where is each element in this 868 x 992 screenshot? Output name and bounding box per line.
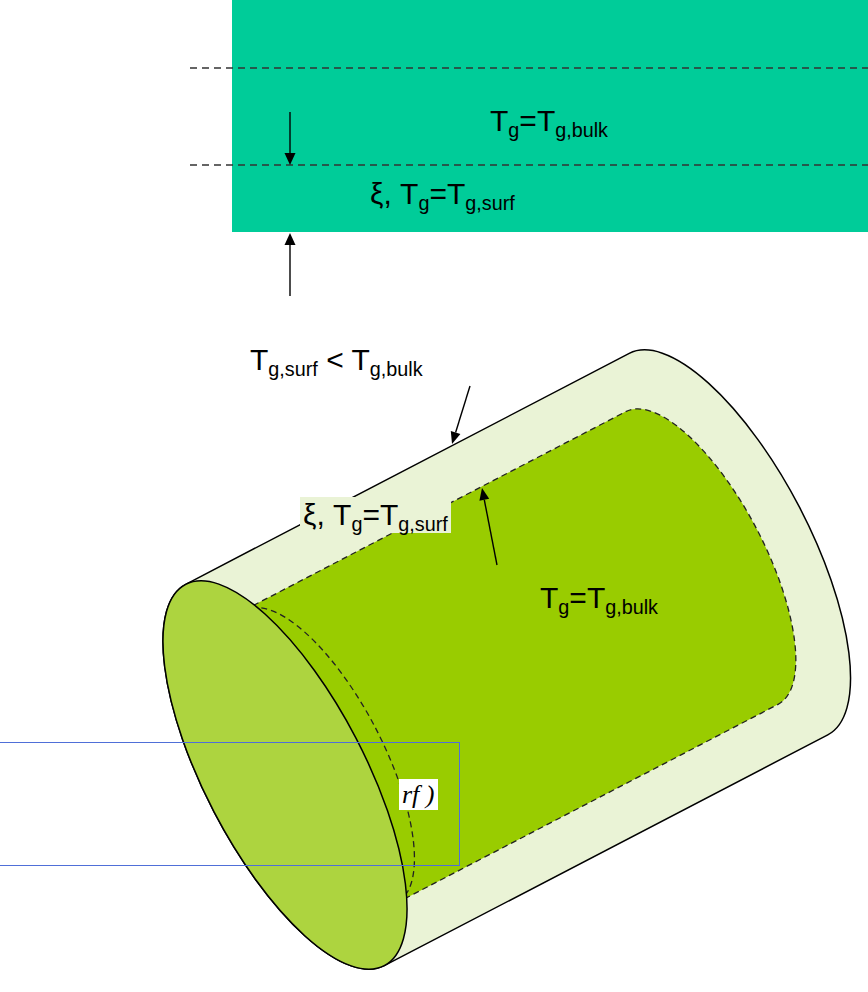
dashed-boundary xyxy=(190,67,868,68)
subscript: g xyxy=(558,596,569,618)
subscript: g,bulk xyxy=(555,119,608,141)
gel-slab: Tg=Tg,bulk ξ, Tg=Tg,surf xyxy=(232,0,868,232)
subscript: g xyxy=(351,513,362,535)
temperature-label: rf ) xyxy=(399,779,438,810)
arrow-head xyxy=(285,153,296,165)
thickness-arrow xyxy=(289,112,290,154)
arrow-head xyxy=(451,431,461,444)
temperature-label: ξ, Tg=Tg,surf xyxy=(300,497,451,533)
subscript: g,bulk xyxy=(605,596,658,618)
equation-box: rf ) xyxy=(0,742,460,866)
thickness-arrow xyxy=(289,244,290,296)
dashed-boundary xyxy=(190,164,868,165)
arrow-head xyxy=(285,233,296,245)
cylinder-face xyxy=(115,547,455,992)
core-end xyxy=(189,582,451,932)
shell-body xyxy=(115,316,868,992)
subscript: g,surf xyxy=(268,358,317,380)
core-body xyxy=(189,383,833,932)
comparison-label: Tg,surf < Tg,bulk xyxy=(250,342,423,378)
subscript: g xyxy=(418,192,429,214)
temperature-label: Tg=Tg,bulk xyxy=(540,580,658,616)
subscript: g,surf xyxy=(398,513,447,535)
temperature-label: Tg=Tg,bulk xyxy=(490,103,608,139)
temperature-label: ξ, Tg=Tg,surf xyxy=(370,176,515,212)
thickness-arrow xyxy=(484,500,497,565)
thickness-arrow xyxy=(456,386,470,433)
subscript: g,bulk xyxy=(370,358,423,380)
arrow-head xyxy=(479,488,489,501)
subscript: g,surf xyxy=(465,192,514,214)
outer-cylinder: Tg=Tg,bulk ξ, Tg=Tg,surf xyxy=(170,290,868,992)
subscript: g xyxy=(508,119,519,141)
inner-core: Tg=Tg,bulk xyxy=(170,290,868,992)
